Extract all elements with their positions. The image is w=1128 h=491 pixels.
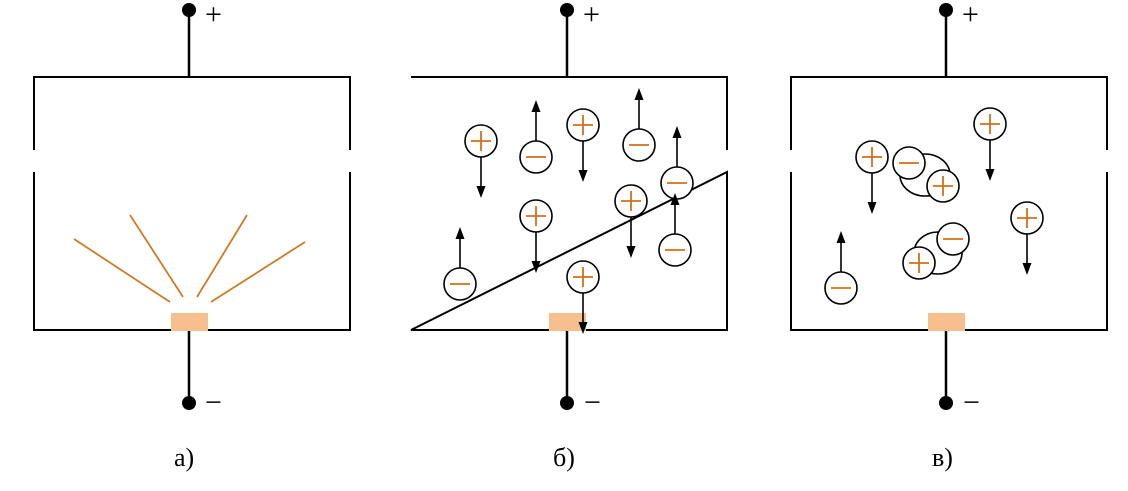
- positive-ion: [614, 184, 648, 258]
- positive-ion: [926, 169, 960, 203]
- ray: [129, 214, 184, 298]
- arrow-head: [578, 322, 588, 334]
- panel-c-heater: [928, 313, 965, 331]
- panel-b-positive-terminal: [560, 3, 574, 17]
- positive-ion: [566, 260, 600, 334]
- panel-c-ions: [824, 107, 1044, 305]
- ion-pair: [902, 222, 970, 280]
- panel-c-negative-sign: −: [963, 386, 980, 419]
- arrow-head: [476, 186, 486, 198]
- arrow-head: [455, 227, 465, 239]
- ray: [210, 241, 306, 303]
- negative-ion: [936, 222, 970, 256]
- panel-a-negative-sign: −: [205, 386, 222, 419]
- panel-a-positive-terminal: [182, 3, 196, 17]
- negative-ion: [519, 100, 553, 174]
- panel-a-caption: а): [174, 443, 194, 472]
- panel-b-positive-sign: +: [583, 0, 600, 31]
- arrow-head: [1022, 263, 1032, 275]
- arrow-head: [670, 193, 680, 205]
- panel-a: + − а): [33, 0, 351, 472]
- arrow-head: [672, 126, 682, 138]
- arrow-head: [531, 261, 541, 273]
- panel-b-caption: б): [553, 443, 575, 472]
- arrow-head: [985, 169, 995, 181]
- panel-c-positive-sign: +: [962, 0, 979, 31]
- positive-ion: [464, 124, 498, 198]
- panel-a-positive-sign: +: [205, 0, 222, 31]
- panel-c: + − в): [790, 0, 1108, 472]
- panel-c-caption: в): [932, 443, 953, 472]
- negative-ion: [892, 146, 926, 180]
- panel-b-ions: [443, 88, 694, 334]
- panel-a-radiation-rays: [73, 214, 306, 303]
- positive-ion: [519, 199, 553, 273]
- panel-b-negative-terminal: [560, 396, 574, 410]
- positive-ion: [902, 246, 936, 280]
- arrow-head: [867, 202, 877, 214]
- panel-c-negative-terminal: [939, 396, 953, 410]
- ray: [196, 214, 248, 298]
- arrow-head: [626, 246, 636, 258]
- panel-b-heater: [549, 313, 586, 331]
- arrow-head: [578, 170, 588, 182]
- arrow-head: [531, 100, 541, 112]
- positive-ion: [973, 107, 1007, 181]
- arrow-head: [836, 231, 846, 243]
- ion-pair: [892, 146, 960, 203]
- negative-ion: [658, 193, 692, 267]
- positive-ion: [566, 108, 600, 182]
- negative-ion: [622, 88, 656, 162]
- positive-ion: [855, 140, 889, 214]
- positive-ion: [1010, 201, 1044, 275]
- negative-ion: [660, 126, 694, 200]
- panel-b: + − б): [410, 0, 728, 472]
- panel-a-negative-terminal: [182, 396, 196, 410]
- negative-ion: [824, 231, 858, 305]
- panel-a-chamber: [33, 76, 351, 331]
- ray: [73, 238, 171, 303]
- panel-b-negative-sign: −: [584, 386, 601, 419]
- panel-a-heater: [171, 313, 208, 331]
- panel-c-positive-terminal: [939, 3, 953, 17]
- negative-ion: [443, 227, 477, 301]
- arrow-head: [634, 88, 644, 100]
